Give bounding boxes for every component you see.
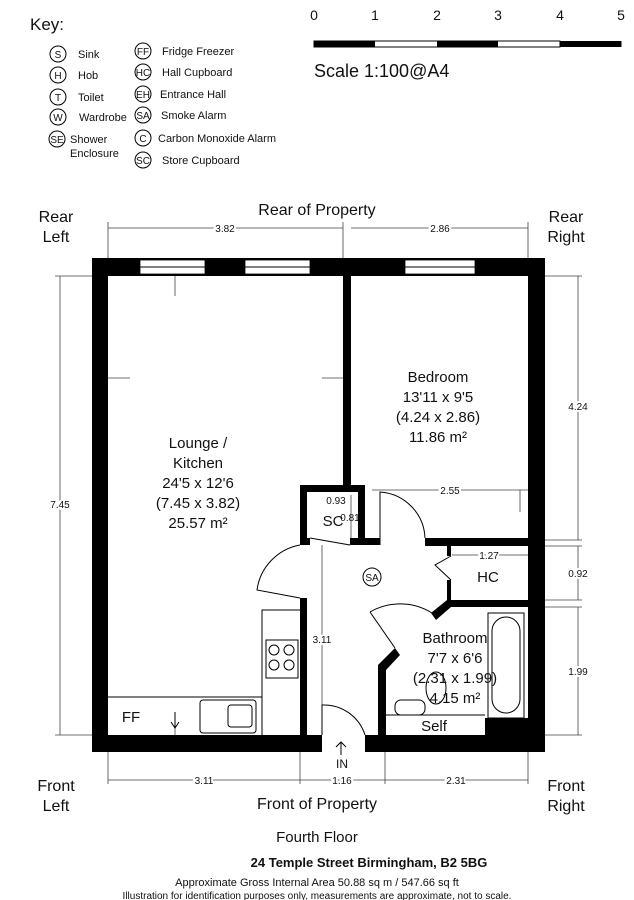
orientation-front_right-1: Right xyxy=(547,798,585,815)
key-right-column: FF Fridge Freezer HC Hall Cupboard EH Entra… xyxy=(134,42,276,169)
rooms-lounge-imperial: 24'5 x 12'6 xyxy=(162,475,234,492)
rooms-bedroom-imperial: 13'11 x 9'5 xyxy=(403,389,474,406)
orientation-rear_left-1: Left xyxy=(43,229,70,246)
key-label: Toilet xyxy=(78,92,104,104)
scale-tick: 5 xyxy=(617,7,625,23)
key-code: W xyxy=(53,113,63,124)
entrance-label: IN xyxy=(336,757,348,771)
room-bedroom: Bedroom 13'11 x 9'5 (4.24 x 2.86) 11.86 … xyxy=(396,369,480,446)
fridge-freezer-label: FF xyxy=(122,709,140,726)
orientation-rear_right-0: Rear xyxy=(549,209,584,226)
orientation-rear_left-0: Rear xyxy=(39,209,74,226)
rooms-bedroom-area: 11.86 m² xyxy=(409,429,467,446)
scale-tick: 0 xyxy=(310,7,318,23)
dimensions-sc_h: 0.81 xyxy=(340,513,360,524)
dimensions-bottom_mid: 1.16 xyxy=(332,776,352,787)
key-label: Wardrobe xyxy=(79,112,127,124)
rooms-lounge-metric: (7.45 x 3.82) xyxy=(156,495,240,512)
hall-cupboard-label: HC xyxy=(477,569,499,586)
address: 24 Temple Street Birmingham, B2 5BG xyxy=(251,855,488,870)
scale-label: Scale 1:100@A4 xyxy=(314,61,449,81)
key-code: C xyxy=(139,134,146,145)
key-label: Store Cupboard xyxy=(162,155,240,167)
key-code: T xyxy=(55,93,61,104)
rooms-lounge-area: 25.57 m² xyxy=(168,515,227,532)
dimensions-right_bath: 1.99 xyxy=(568,667,588,678)
orientation-front_left-0: Front xyxy=(37,778,75,795)
dimensions-top_right: 2.86 xyxy=(430,224,450,235)
dimensions-hall_h: 3.11 xyxy=(313,635,332,646)
rooms-bathroom-imperial: 7'7 x 6'6 xyxy=(428,650,483,667)
gross-area: Approximate Gross Internal Area 50.88 sq… xyxy=(175,877,459,889)
dimensions-top_left: 3.82 xyxy=(215,224,235,235)
scale-tick: 3 xyxy=(494,7,502,23)
key-label: Shower xyxy=(70,134,108,146)
key-code: H xyxy=(54,71,61,82)
key-label: Sink xyxy=(78,49,100,61)
orientation-rear_right-1: Right xyxy=(547,229,585,246)
key-label: Entrance Hall xyxy=(160,89,226,101)
orientation-front_right-0: Front xyxy=(547,778,585,795)
key-code: SA xyxy=(136,111,150,122)
key-label-2: Enclosure xyxy=(70,148,119,160)
dimensions-left: 7.45 xyxy=(50,500,70,511)
walls xyxy=(92,258,545,752)
key-legend: Key: S Sink H Hob T Toilet W Wardrobe SE Show… xyxy=(30,15,276,169)
front-label: Front of Property xyxy=(257,796,377,813)
key-code: SE xyxy=(50,135,64,146)
rooms-bedroom-name: Bedroom xyxy=(408,369,469,386)
rooms-lounge-name1: Lounge / xyxy=(169,435,228,452)
dimensions-bottom_right: 2.31 xyxy=(446,776,466,787)
key-label: Hob xyxy=(78,70,98,82)
disclaimer: Illustration for identification purposes… xyxy=(123,891,512,900)
key-label: Carbon Monoxide Alarm xyxy=(158,133,276,145)
rooms-lounge-name2: Kitchen xyxy=(173,455,223,472)
room-bathroom: Bathroom 7'7 x 6'6 (2.31 x 1.99) 4.15 m² xyxy=(413,630,497,707)
dimensions-right_hc: 0.92 xyxy=(568,569,588,580)
key-code: SC xyxy=(136,156,150,167)
key-code: S xyxy=(55,50,62,61)
scale-tick: 4 xyxy=(556,7,564,23)
room-lounge-kitchen: Lounge / Kitchen 24'5 x 12'6 (7.45 x 3.8… xyxy=(156,435,240,532)
dimensions-sc_w: 0.93 xyxy=(326,496,346,507)
footer: Fourth Floor 24 Temple Street Birmingham… xyxy=(123,829,512,900)
key-label: Hall Cupboard xyxy=(162,67,232,79)
rear-label: Rear of Property xyxy=(258,202,375,219)
scale-tick: 1 xyxy=(371,7,379,23)
doors-fixtures xyxy=(108,491,525,755)
orientation-front_left-1: Left xyxy=(43,798,70,815)
rooms-bathroom-area: 4.15 m² xyxy=(430,690,481,707)
shelf-label: Self xyxy=(421,718,448,735)
dimensions-hc_w: 1.27 xyxy=(479,551,499,562)
key-title: Key: xyxy=(30,15,64,34)
dimensions-right_bedroom: 4.24 xyxy=(568,402,588,413)
dimensions-hall_w: 2.55 xyxy=(440,486,460,497)
rooms-bathroom-metric: (2.31 x 1.99) xyxy=(413,670,497,687)
key-code: HC xyxy=(136,68,150,79)
scale-tick: 2 xyxy=(433,7,441,23)
floor-label: Fourth Floor xyxy=(276,829,358,846)
key-label: Fridge Freezer xyxy=(162,46,234,58)
smoke-alarm-label: SA xyxy=(365,573,379,584)
key-code: FF xyxy=(137,47,149,58)
scale-bar: 0 1 2 3 4 5 Scale 1:100@A4 xyxy=(310,7,625,81)
key-label: Smoke Alarm xyxy=(161,110,226,122)
dimension-lines: 3.82 2.86 7.45 4.24 0.92 1.99 3.11 1.16 … xyxy=(48,222,590,789)
dimensions-bottom_left: 3.11 xyxy=(195,776,214,787)
rooms-bathroom-name: Bathroom xyxy=(422,630,487,647)
store-cupboard-label: SC xyxy=(323,513,344,530)
rooms-bedroom-metric: (4.24 x 2.86) xyxy=(396,409,480,426)
key-code: EH xyxy=(136,90,150,101)
key-left-column: S Sink H Hob T Toilet W Wardrobe SE ShowerEnc… xyxy=(48,45,127,160)
